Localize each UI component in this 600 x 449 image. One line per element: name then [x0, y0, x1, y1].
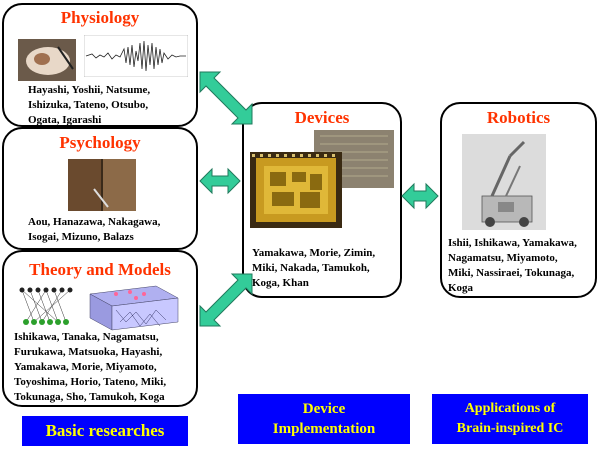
theory-models-researchers: Ishikawa, Tanaka, Nagamatsu, Furukawa, M… [14, 331, 167, 403]
lattice-model-diagram [89, 285, 179, 331]
theory-models-box: Theory and Models Ishikawa, Tanaka, Naga… [2, 250, 198, 407]
psychology-researchers: Aou, Hanazawa, Nakagawa, Isogai, Mizuno,… [28, 216, 161, 243]
arrow-devices-robotics [401, 182, 439, 210]
theory-models-title: Theory and Models [29, 260, 171, 279]
robot-photo [462, 134, 546, 230]
devices-researchers: Yamakawa, Morie, Zimin, Miki, Nakada, Ta… [252, 247, 376, 289]
physiology-title: Physiology [60, 8, 140, 27]
psychology-box: Psychology Aou, Hanazawa, Nakagawa, Isog… [2, 127, 198, 250]
arrow-theory-devices [199, 273, 253, 327]
robotics-title: Robotics [486, 108, 551, 127]
physiology-signal-trace [84, 35, 188, 77]
arrow-physiology-devices [199, 71, 253, 125]
psychology-photo [68, 159, 136, 211]
device-implementation-line1: Device [302, 401, 346, 417]
devices-box: Devices Yamakawa, Morie, Zimin, Miki, Na… [242, 102, 402, 298]
devices-title: Devices [294, 108, 350, 127]
applications-banner: Applications of Brain-inspired IC [432, 394, 588, 444]
basic-researches-banner: Basic researches [22, 416, 188, 446]
basic-researches-label: Basic researches [45, 421, 165, 440]
robotics-researchers: Ishii, Ishikawa, Yamakawa, Nagamatsu, Mi… [448, 237, 577, 294]
physiology-box: Physiology Hayashi, Yoshii, Natsume, Ish… [2, 3, 198, 127]
physiology-photo [18, 39, 76, 81]
physiology-researchers: Hayashi, Yoshii, Natsume, Ishizuka, Tate… [28, 84, 151, 126]
applications-line1: Applications of [464, 401, 556, 416]
device-implementation-line2: Implementation [272, 421, 376, 437]
psychology-title: Psychology [59, 133, 141, 152]
robotics-box: Robotics Ishii, Ishikawa, Yamakawa, Naga… [440, 102, 597, 298]
device-implementation-banner: Device Implementation [238, 394, 410, 444]
neural-network-diagram [19, 287, 73, 325]
applications-line2: Brain-inspired IC [456, 421, 564, 436]
chip-photo [250, 130, 394, 228]
arrow-psychology-devices [199, 167, 241, 195]
